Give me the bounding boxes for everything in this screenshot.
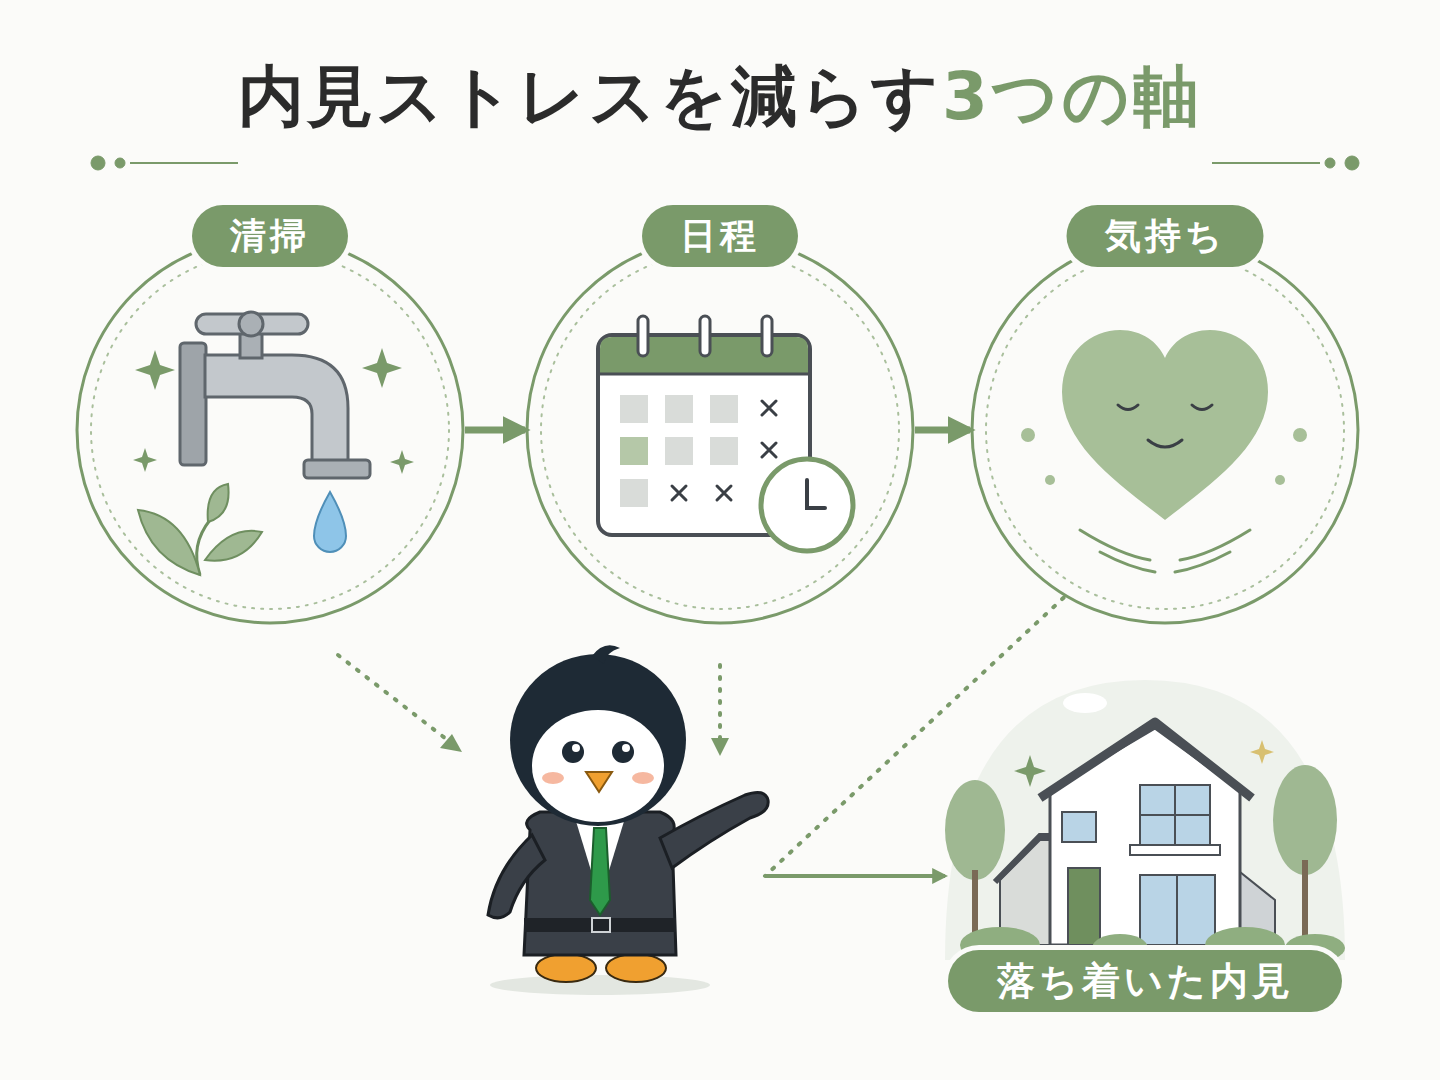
- outer-ring: [77, 237, 463, 623]
- penguin-mascot: [488, 645, 768, 995]
- axis-circle: 日程: [525, 235, 915, 625]
- outer-ring: [972, 237, 1358, 623]
- flow-arrow: [915, 427, 970, 434]
- diagram-title: 内見ストレスを減らす3つの軸: [0, 52, 1440, 142]
- circle-outline: [525, 235, 915, 625]
- heart-icon: [1021, 330, 1307, 572]
- circle-outline: [970, 235, 1360, 625]
- pill-label: 気持ち: [1067, 205, 1264, 267]
- flow-connector: [765, 598, 1064, 876]
- pill-label: 清掃: [192, 205, 348, 267]
- house-scene: [945, 680, 1345, 963]
- solid-connector: [765, 874, 945, 878]
- outer-ring: [527, 237, 913, 623]
- flow-arrow: [465, 427, 525, 434]
- inner-ring: [986, 251, 1344, 609]
- result-card: 落ち着いた内見: [945, 672, 1345, 1012]
- faucet-icon: [133, 312, 414, 575]
- flow-connector: [915, 430, 970, 431]
- axis-circle: 清掃: [75, 235, 465, 625]
- inner-ring: [91, 251, 449, 609]
- circle-outline: [75, 235, 465, 625]
- pill-label: 落ち着いた内見: [948, 950, 1342, 1012]
- flow-connector: [465, 430, 525, 431]
- axis-circle: 気持ち: [970, 235, 1360, 625]
- title-rule: [91, 156, 1359, 170]
- pill-label: 日程: [642, 205, 798, 267]
- calendar-icon: [598, 316, 853, 551]
- dotted-connector: [765, 598, 1064, 876]
- inner-ring: [541, 251, 899, 609]
